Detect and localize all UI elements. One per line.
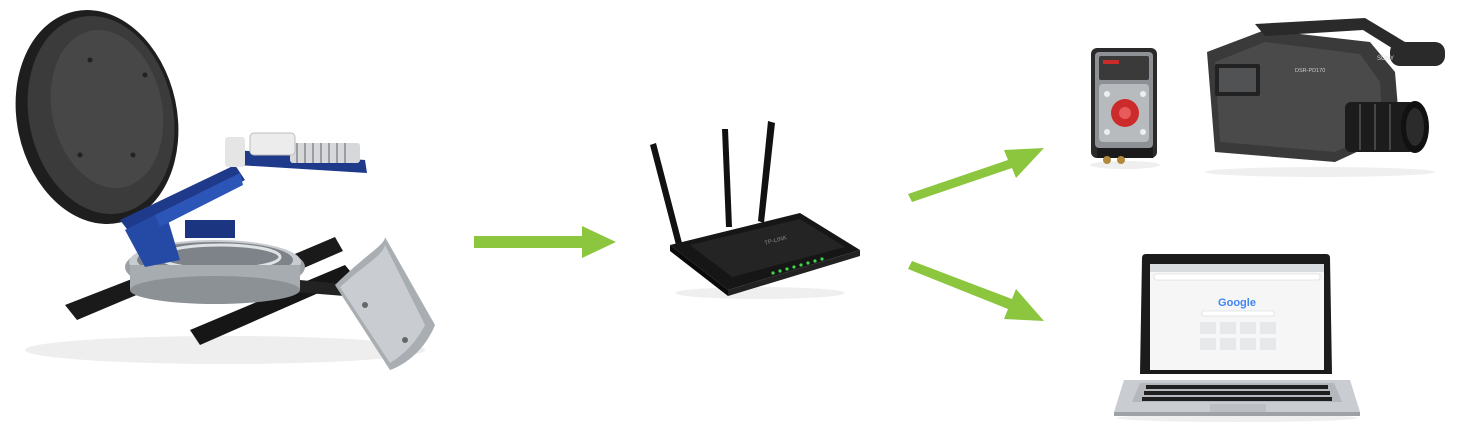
arrow-router-to-encoder [900, 138, 1050, 208]
wifi-router-icon: TP-LINK [650, 121, 860, 299]
wifi-router: TP-LINK [640, 115, 870, 300]
dish-lnb [225, 132, 360, 167]
laptop-icon: Google [1114, 254, 1360, 422]
arrow-satellite-to-router [470, 222, 620, 262]
satellite-dish-icon [15, 10, 435, 370]
router-status-leds [771, 257, 824, 275]
router-brand-label: TP-LINK [764, 235, 788, 247]
camcorder-lens [1345, 101, 1429, 153]
browser-google-logo: Google [1218, 297, 1256, 309]
camcorder-brand-label: SONY [1377, 56, 1394, 62]
video-encoder [1085, 40, 1165, 170]
dish-reflector [15, 10, 179, 224]
dish-shield-panel [335, 237, 435, 370]
satellite-dish [5, 5, 445, 375]
video-encoder-icon [1090, 48, 1160, 169]
camcorder: SONY DSR-PD170 [1195, 12, 1450, 177]
camcorder-icon: SONY DSR-PD170 [1205, 18, 1445, 177]
camcorder-model-label: DSR-PD170 [1295, 68, 1325, 74]
laptop: Google [1110, 252, 1365, 422]
arrow-router-to-laptop [900, 255, 1050, 330]
browser-tile-grid [1200, 322, 1276, 350]
